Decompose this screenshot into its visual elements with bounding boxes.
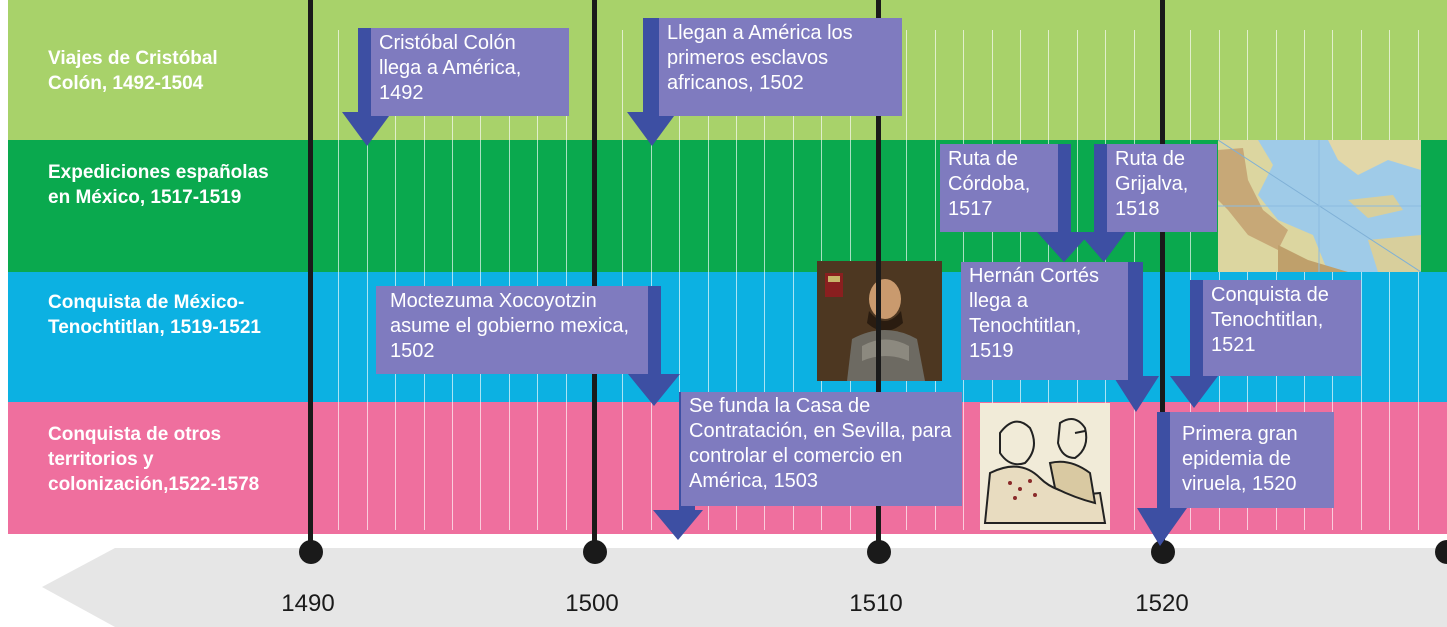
decade-line-1520 <box>1160 0 1165 552</box>
year-gridline <box>679 30 681 530</box>
decade-line-1510 <box>876 0 881 552</box>
year-label-1490: 1490 <box>281 590 335 617</box>
year-gridline <box>707 30 709 530</box>
map-icon <box>1218 140 1421 272</box>
year-label-1500: 1500 <box>565 590 619 617</box>
decade-dot-1530 <box>1435 540 1447 564</box>
event-moctezuma-text: Moctezuma Xocoyotzin asume el gobierno m… <box>390 290 630 362</box>
year-gridline <box>480 30 482 530</box>
event-colon-llega: Cristóbal Colón llega a América, 1492 <box>371 28 569 116</box>
year-label-1510: 1510 <box>849 590 903 617</box>
year-gridline <box>366 30 368 530</box>
year-gridline <box>537 30 539 530</box>
year-label-1520: 1520 <box>1135 590 1189 617</box>
band-label-colon: Viajes de Cristóbal Colón, 1492-1504 <box>48 48 218 94</box>
codex-illustration-icon <box>980 403 1110 530</box>
year-gridline <box>764 30 766 530</box>
year-gridline <box>508 30 510 530</box>
year-gridline <box>1360 30 1362 530</box>
event-casa-contratacion-text: Se funda la Casa de Contratación, en Sev… <box>689 395 952 492</box>
year-gridline <box>792 30 794 530</box>
year-gridline <box>423 30 425 530</box>
event-colon-llega-text: Cristóbal Colón llega a América, 1492 <box>379 32 522 104</box>
year-gridline <box>1389 30 1391 530</box>
year-gridline <box>452 30 453 530</box>
event-esclavos-africanos-text: Llegan a América los primeros esclavos a… <box>667 22 853 94</box>
year-gridline <box>565 30 567 530</box>
decade-line-1500 <box>592 0 597 552</box>
event-moctezuma: Moctezuma Xocoyotzin asume el gobierno m… <box>376 286 648 374</box>
decade-dot-1500 <box>583 540 607 564</box>
event-conquista-tenochtitlan-text: Conquista de Tenochtitlan, 1521 <box>1211 284 1329 356</box>
year-gridline <box>736 30 737 530</box>
decade-dot-1510 <box>867 540 891 564</box>
year-gridline <box>1417 30 1419 530</box>
event-ruta-cordoba: Ruta de Córdoba, 1517 <box>940 144 1058 232</box>
event-cortes-tenochtitlan-text: Hernán Cortés llega a Tenochtitlan, 1519 <box>969 265 1100 362</box>
event-conquista-tenochtitlan: Conquista de Tenochtitlan, 1521 <box>1203 280 1361 376</box>
decade-dot-1490 <box>299 540 323 564</box>
band-label-expediciones: Expediciones españolas en México, 1517-1… <box>48 162 269 208</box>
year-gridline <box>650 30 652 530</box>
event-ruta-cordoba-text: Ruta de Córdoba, 1517 <box>948 148 1031 220</box>
year-gridline <box>338 30 340 530</box>
band-label-conquista-otros: Conquista de otros territorios y coloniz… <box>48 424 260 495</box>
event-esclavos-africanos: Llegan a América los primeros esclavos a… <box>659 18 902 116</box>
event-cortes-tenochtitlan: Hernán Cortés llega a Tenochtitlan, 1519 <box>961 262 1128 380</box>
decade-line-1490 <box>308 0 313 552</box>
event-ruta-grijalva: Ruta de Grijalva, 1518 <box>1107 144 1217 232</box>
event-casa-contratacion: Se funda la Casa de Contratación, en Sev… <box>681 392 962 506</box>
decade-dot-1520 <box>1151 540 1175 564</box>
event-ruta-grijalva-text: Ruta de Grijalva, 1518 <box>1115 148 1189 220</box>
year-gridline <box>395 30 397 530</box>
event-epidemia-viruela-text: Primera gran epidemia de viruela, 1520 <box>1182 423 1298 495</box>
year-gridline <box>1133 30 1135 530</box>
year-gridline <box>622 30 624 530</box>
band-label-conquista-mexico: Conquista de México-Tenochtitlan, 1519-1… <box>48 292 261 338</box>
event-epidemia-viruela: Primera gran epidemia de viruela, 1520 <box>1170 412 1334 508</box>
